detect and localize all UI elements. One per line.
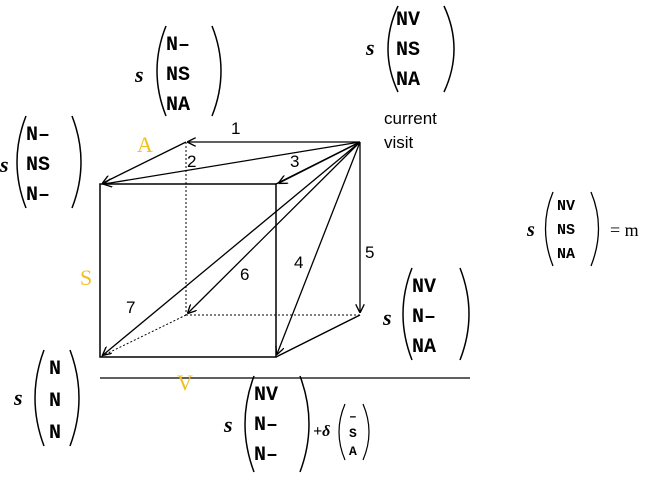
right-paren xyxy=(459,267,470,361)
vector-row: NA xyxy=(396,69,420,92)
vector-row: N– xyxy=(412,306,436,329)
vector-prefix: s xyxy=(0,152,9,177)
right-paren xyxy=(69,349,80,447)
equation-row: NS xyxy=(557,222,575,239)
vector-prefix: s xyxy=(382,305,392,330)
current-visit-line1: current xyxy=(384,109,437,128)
vector-top-mid: s N– NS NA xyxy=(134,25,222,117)
left-paren xyxy=(338,403,346,461)
vector-top-right: s NV NS NA xyxy=(365,5,455,93)
right-paren xyxy=(299,375,310,473)
equation-rhs: = m xyxy=(610,220,639,240)
arrow-2b xyxy=(104,141,361,184)
vector-row: N– xyxy=(254,414,278,437)
vector-row: N xyxy=(49,390,61,413)
arrow-2 xyxy=(103,141,187,183)
vector-right-mid: s NV N– NA xyxy=(382,267,470,361)
left-paren xyxy=(16,115,27,209)
left-paren xyxy=(244,375,255,473)
vector-row: S xyxy=(349,426,357,441)
arrow-7 xyxy=(103,141,361,355)
vector-row: N– xyxy=(166,34,190,57)
right-paren xyxy=(590,191,600,267)
right-paren xyxy=(362,403,370,461)
vector-row: N– xyxy=(26,124,50,147)
vector-row: NA xyxy=(412,336,436,359)
vector-prefix: s xyxy=(134,62,144,87)
vector-row: N xyxy=(49,422,61,445)
vector-row: A xyxy=(349,444,357,459)
vector-row: N– xyxy=(26,184,50,207)
edge-number-3: 3 xyxy=(290,152,299,171)
left-paren xyxy=(34,349,45,447)
vector-bottom-left: s N N N xyxy=(13,349,80,447)
equation-row: NV xyxy=(557,198,575,215)
vector-row: N– xyxy=(254,444,278,467)
edge-number-2: 2 xyxy=(187,152,196,171)
equation-row: NA xyxy=(557,246,575,263)
vector-row: NA xyxy=(166,94,190,117)
current-visit-line2: visit xyxy=(384,133,414,152)
axis-label-s: S xyxy=(80,265,92,290)
vector-row: NV xyxy=(412,276,436,299)
arrow-4 xyxy=(277,141,361,354)
equation-prefix: s xyxy=(526,219,535,241)
vector-row: – xyxy=(349,409,357,424)
edge-bottom-right xyxy=(275,314,361,358)
left-paren xyxy=(402,267,413,361)
edge-number-7: 7 xyxy=(126,298,135,317)
front-face xyxy=(99,183,277,358)
left-paren xyxy=(544,191,554,267)
vector-row: NS xyxy=(166,64,190,87)
vector-prefix: +δ xyxy=(313,423,330,440)
vector-left-upper: s N– NS N– xyxy=(0,115,82,209)
vector-row: NV xyxy=(254,384,278,407)
arrow-6 xyxy=(188,141,361,313)
vector-bottom-delta: +δ – S A xyxy=(313,403,370,461)
axis-label-a: A xyxy=(137,132,153,157)
edge-number-1: 1 xyxy=(231,119,240,138)
left-paren xyxy=(156,25,167,117)
arrows xyxy=(103,142,360,355)
vector-row: NV xyxy=(396,9,420,32)
equation: s NV NS NA = m xyxy=(526,191,639,267)
vector-prefix: s xyxy=(223,412,233,437)
left-paren xyxy=(387,5,399,93)
vector-bottom-mid: s NV N– N– xyxy=(223,375,310,473)
vector-prefix: s xyxy=(365,35,375,60)
axis-label-v: V xyxy=(177,370,193,395)
right-paren xyxy=(211,25,222,117)
edge-number-5: 5 xyxy=(365,243,374,262)
edge-number-6: 6 xyxy=(240,265,249,284)
vector-row: NS xyxy=(26,154,50,177)
vector-row: NS xyxy=(396,39,420,62)
right-paren xyxy=(71,115,82,209)
right-paren xyxy=(443,5,455,93)
vector-prefix: s xyxy=(13,385,23,410)
vector-row: N xyxy=(49,358,61,381)
arrow-3 xyxy=(279,141,361,183)
edge-number-4: 4 xyxy=(294,253,303,272)
